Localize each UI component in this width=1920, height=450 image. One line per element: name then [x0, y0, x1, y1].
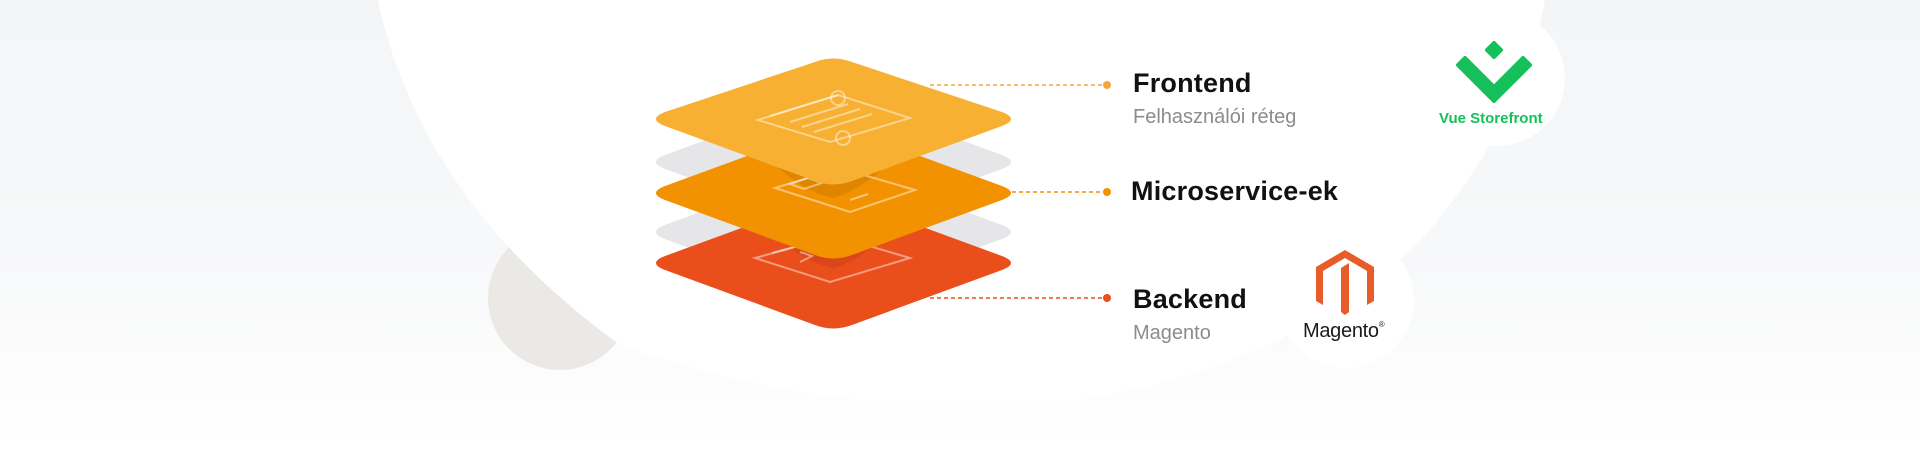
browser-window-icon — [754, 90, 914, 146]
magento-wordmark: Magento® — [1303, 320, 1385, 343]
magento-trademark: ® — [1378, 320, 1385, 329]
frontend-title: Frontend — [1133, 68, 1252, 98]
magento-logo-icon — [1316, 250, 1374, 315]
frontend-leader-dot — [1103, 81, 1111, 89]
backend-leader-dot — [1103, 294, 1111, 302]
microservices-title: Microservice-ek — [1131, 176, 1339, 206]
vue-storefront-logo — [1456, 41, 1532, 103]
microservices-leader-dot — [1103, 188, 1111, 196]
frontend-layer — [656, 58, 1011, 185]
vue-storefront-badge — [1429, 10, 1565, 146]
magento-wordmark-text: Magento — [1303, 320, 1379, 342]
backend-title: Backend — [1133, 284, 1247, 314]
leader-lines — [930, 81, 1111, 302]
backend-subtitle: Magento — [1133, 322, 1211, 344]
frontend-subtitle: Felhasználói réteg — [1133, 106, 1297, 128]
frontend-layer-shape — [656, 58, 1011, 185]
vue-storefront-wordmark: Vue Storefront — [1439, 110, 1543, 127]
